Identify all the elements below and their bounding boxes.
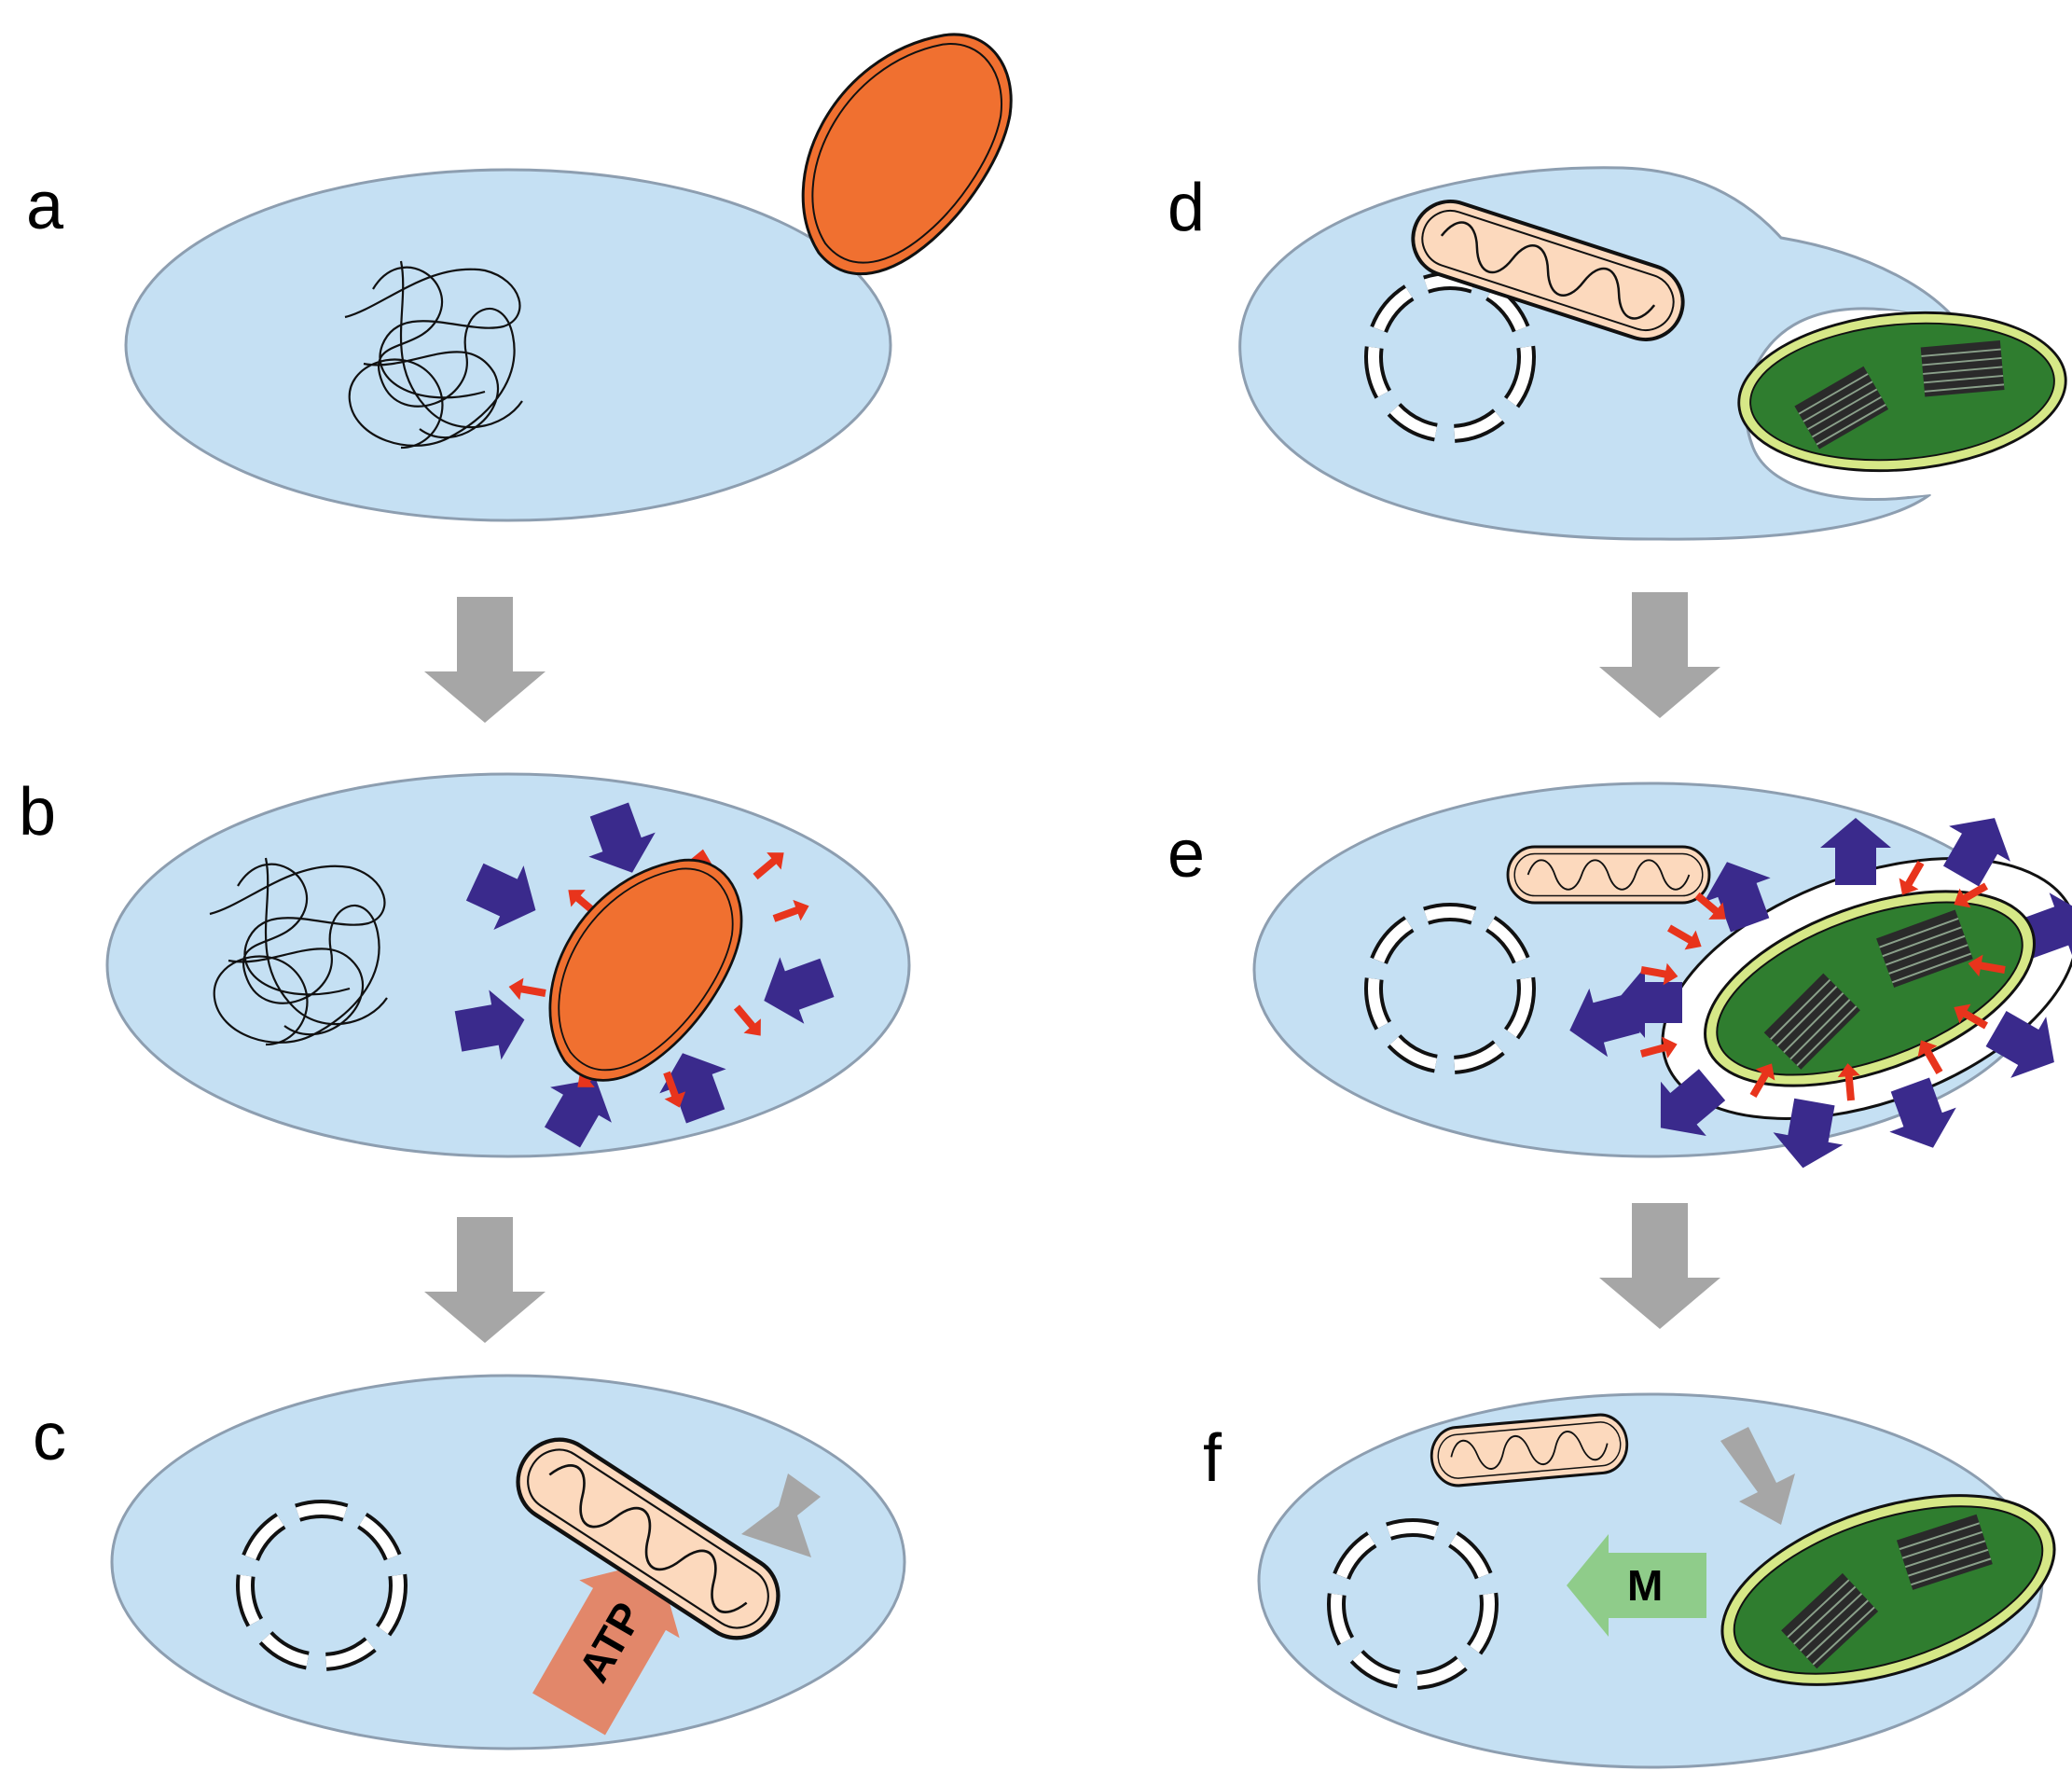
panel-c: ATP c	[33, 1374, 906, 1750]
host-cell	[124, 168, 892, 522]
panel-label: d	[1167, 171, 1205, 245]
stage-arrow	[1599, 1203, 1720, 1329]
panel-label: a	[26, 169, 64, 243]
atp-arrow: ATP	[532, 1560, 680, 1736]
host-cell	[105, 772, 911, 1158]
stage-arrow	[424, 1217, 546, 1343]
panel-label: e	[1167, 817, 1205, 892]
mitochondrion	[1506, 845, 1711, 905]
panel-d: d	[1167, 166, 2072, 541]
panel-a: a	[26, 0, 1059, 522]
stage-arrow	[424, 597, 546, 723]
panel-label: b	[19, 775, 56, 850]
input-arrow	[1720, 1427, 1795, 1525]
panel-label: f	[1203, 1421, 1222, 1496]
m-label: M	[1627, 1561, 1663, 1610]
panel-label: c	[33, 1400, 66, 1474]
input-arrow	[741, 1474, 821, 1557]
panel-e: e	[1167, 782, 2072, 1175]
m-arrow: M	[1567, 1534, 1706, 1637]
stage-arrow	[1599, 592, 1720, 718]
host-cell	[110, 1374, 906, 1750]
panel-f: M f	[1203, 1392, 2072, 1769]
panel-b: b	[19, 772, 911, 1158]
